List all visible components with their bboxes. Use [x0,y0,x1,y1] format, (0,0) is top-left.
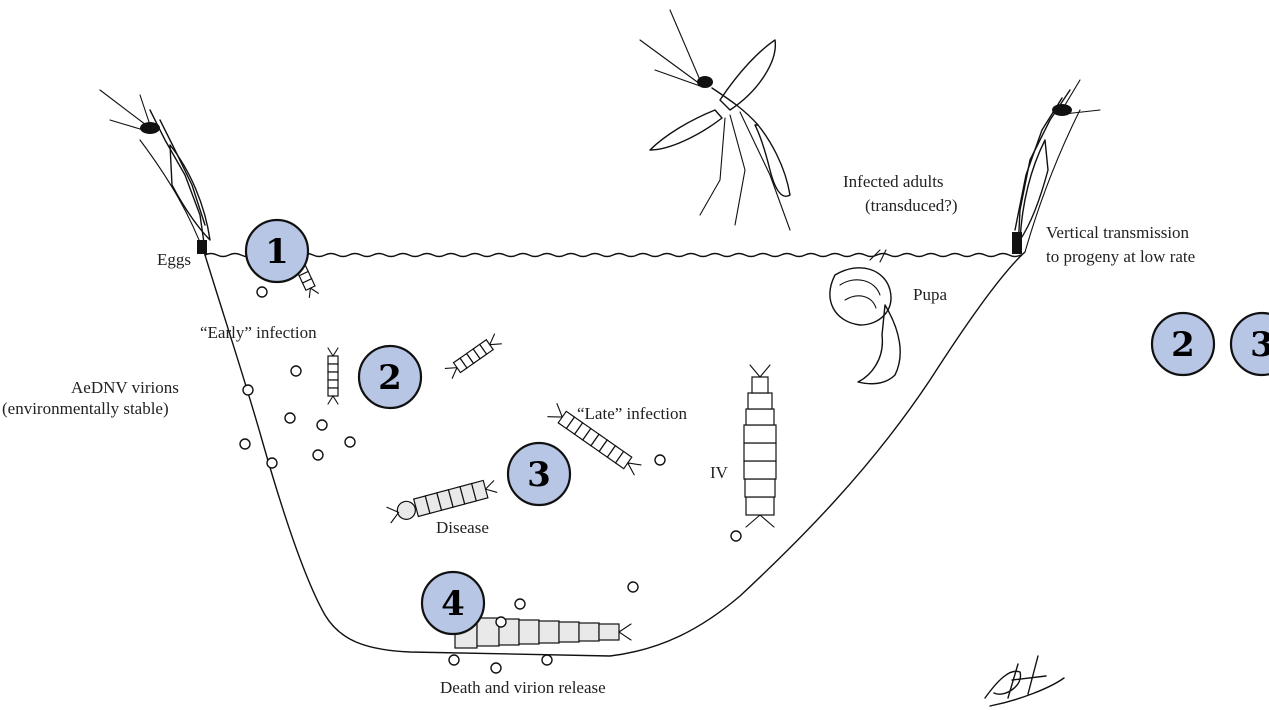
virion [240,439,250,449]
label-adults-line2: (transduced?) [865,196,958,215]
virion [291,366,301,376]
step-badge-3: 3 [508,443,570,505]
larva-early-2 [328,348,338,404]
adult-mosquito-flying [640,10,790,230]
virion [267,458,277,468]
larva-dead [455,616,631,648]
label-early-infection: “Early” infection [200,323,317,342]
label-late-infection: “Late” infection [577,404,687,423]
label-vertical-line2: to progeny at low rate [1046,247,1195,266]
virion [243,385,253,395]
virion [257,287,267,297]
step-badge-2-right: 2 [1152,313,1214,375]
virion [449,655,459,665]
label-vertical-line1: Vertical transmission [1046,223,1190,242]
virion [655,455,665,465]
adult-mosquito-left [100,90,210,254]
larva-diseased [387,478,498,524]
label-virions-line2: (environmentally stable) [2,399,169,418]
virion [313,450,323,460]
virion [491,663,501,673]
virion [515,599,525,609]
pupa [830,250,900,384]
step-badge-4: 4 [422,572,484,634]
label-eggs: Eggs [157,250,191,269]
virion [496,617,506,627]
water-surface [205,254,1021,257]
virion [731,531,741,541]
step-badge-2: 2 [359,346,421,408]
svg-text:4: 4 [441,584,465,624]
label-pupa: Pupa [913,285,947,304]
svg-text:1: 1 [265,232,289,272]
virion [317,420,327,430]
virion [542,655,552,665]
virion [345,437,355,447]
svg-text:3: 3 [1250,325,1269,365]
water-container [140,110,1080,656]
label-death: Death and virion release [440,678,606,697]
label-instar: IV [710,463,729,482]
larva-fourth-instar [744,365,776,527]
svg-text:3: 3 [527,455,551,495]
larva-early-3 [445,334,501,378]
label-disease: Disease [436,518,489,537]
svg-text:2: 2 [378,358,402,398]
svg-text:2: 2 [1171,325,1195,365]
label-virions-line1: AeDNV virions [71,378,179,397]
virion [285,413,295,423]
step-badge-1: 1 [246,220,308,282]
step-badge-3-right: 3 [1231,313,1269,375]
artist-signature [985,656,1064,706]
label-adults-line1: Infected adults [843,172,944,191]
virion [628,582,638,592]
